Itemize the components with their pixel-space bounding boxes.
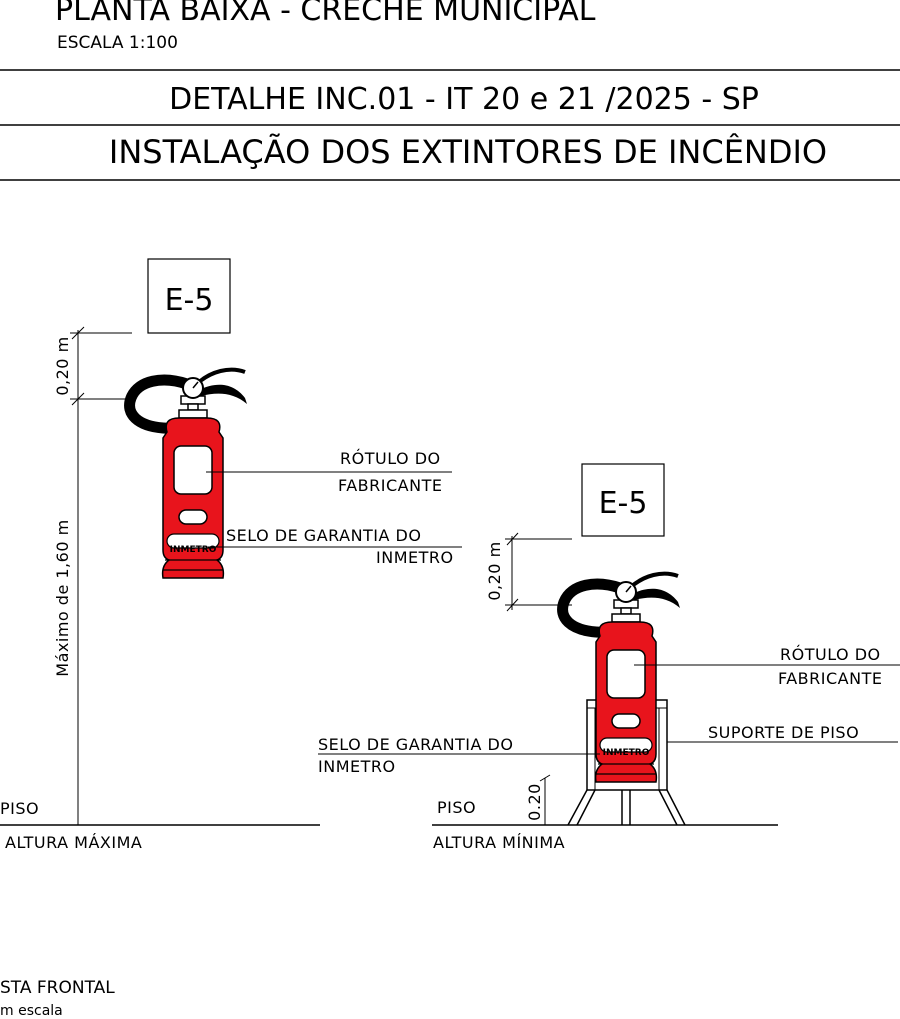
left-rotulo-line2: FABRICANTE xyxy=(338,476,442,495)
sheet-title: PLANTA BAIXA - CRECHE MUNICIPAL xyxy=(55,0,596,28)
right-floor-label: PISO xyxy=(437,798,476,817)
left-sign-box xyxy=(147,258,231,334)
right-rotulo-line2: FABRICANTE xyxy=(778,669,882,688)
detail-subtitle: INSTALAÇÃO DOS EXTINTORES DE INCÊNDIO xyxy=(109,133,827,171)
left-dim-top: 0,20 m xyxy=(53,336,72,395)
right-dim-top: 0,20 m xyxy=(485,541,504,600)
right-inmetro-badge: INMETRO xyxy=(603,748,650,758)
sheet-scale: ESCALA 1:100 xyxy=(57,33,178,53)
left-caption: ALTURA MÁXIMA xyxy=(5,833,142,852)
left-dim-main: Máximo de 1,60 m xyxy=(53,519,72,676)
left-detail: E-5 INMETRO 0,20 m Máximo de 1,60 m RÓTU… xyxy=(0,258,462,852)
left-selo-line2: INMETRO xyxy=(376,548,454,567)
right-selo-line1: SELO DE GARANTIA DO xyxy=(318,735,513,754)
view-note: m escala xyxy=(0,1003,63,1019)
right-dim-base: 0.20 xyxy=(525,783,544,821)
left-sign-label: E-5 xyxy=(165,283,214,318)
right-sign-box xyxy=(581,463,665,537)
left-inmetro-badge: INMETRO xyxy=(170,545,217,555)
right-caption: ALTURA MÍNIMA xyxy=(433,833,565,852)
view-title: STA FRONTAL xyxy=(0,978,115,998)
right-rotulo-line1: RÓTULO DO xyxy=(780,645,881,664)
left-selo-line1: SELO DE GARANTIA DO xyxy=(226,526,421,545)
left-rotulo-line1: RÓTULO DO xyxy=(340,449,441,468)
detail-title: DETALHE INC.01 - IT 20 e 21 /2025 - SP xyxy=(169,82,759,117)
right-detail: E-5 0,20 m INMETRO 0.20 RÓTULO DO FABRIC… xyxy=(318,463,900,852)
right-suporte-label: SUPORTE DE PISO xyxy=(708,723,859,742)
right-sign-label: E-5 xyxy=(599,486,648,521)
right-selo-line2: INMETRO xyxy=(318,757,396,776)
left-floor-label: PISO xyxy=(0,799,39,818)
